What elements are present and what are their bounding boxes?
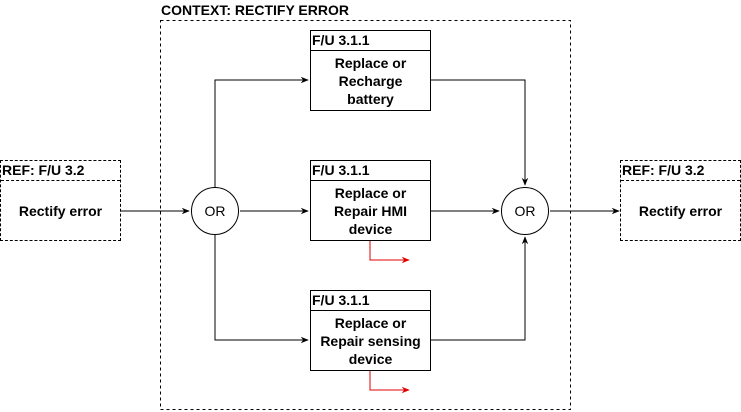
ref-box-header: REF: F/U 3.2 bbox=[621, 161, 740, 181]
or-gate-split[interactable]: OR bbox=[191, 187, 239, 235]
function-label: Replace or Repair HMI device bbox=[333, 184, 408, 237]
ref-box-input[interactable]: REF: F/U 3.2 Rectify error bbox=[0, 160, 121, 241]
error-arrow-hmi bbox=[369, 241, 410, 264]
branch-arrow-sensing bbox=[214, 235, 309, 344]
merge-arrow-battery bbox=[430, 79, 529, 186]
merge-arrow-sensing bbox=[430, 236, 529, 341]
function-header: F/U 3.1.1 bbox=[311, 161, 430, 181]
or-gate-merge[interactable]: OR bbox=[501, 187, 549, 235]
function-header: F/U 3.1.1 bbox=[311, 31, 430, 51]
ref-box-header: REF: F/U 3.2 bbox=[1, 161, 120, 181]
context-title: CONTEXT: RECTIFY ERROR bbox=[161, 2, 349, 18]
function-header: F/U 3.1.1 bbox=[311, 291, 430, 311]
function-box-hmi[interactable]: F/U 3.1.1 Replace or Repair HMI device bbox=[310, 160, 431, 241]
ref-box-output[interactable]: REF: F/U 3.2 Rectify error bbox=[620, 160, 741, 241]
ref-box-label: Rectify error bbox=[18, 202, 103, 219]
error-arrow-sensing bbox=[369, 371, 410, 394]
ref-box-label: Rectify error bbox=[638, 202, 723, 219]
function-label: Replace or Recharge battery bbox=[334, 54, 407, 107]
function-label: Replace or Repair sensing device bbox=[320, 314, 421, 367]
context-boundary bbox=[160, 20, 571, 410]
function-box-sensing[interactable]: F/U 3.1.1 Replace or Repair sensing devi… bbox=[310, 290, 431, 371]
branch-arrow-battery bbox=[214, 76, 309, 187]
function-box-battery[interactable]: F/U 3.1.1 Replace or Recharge battery bbox=[310, 30, 431, 111]
